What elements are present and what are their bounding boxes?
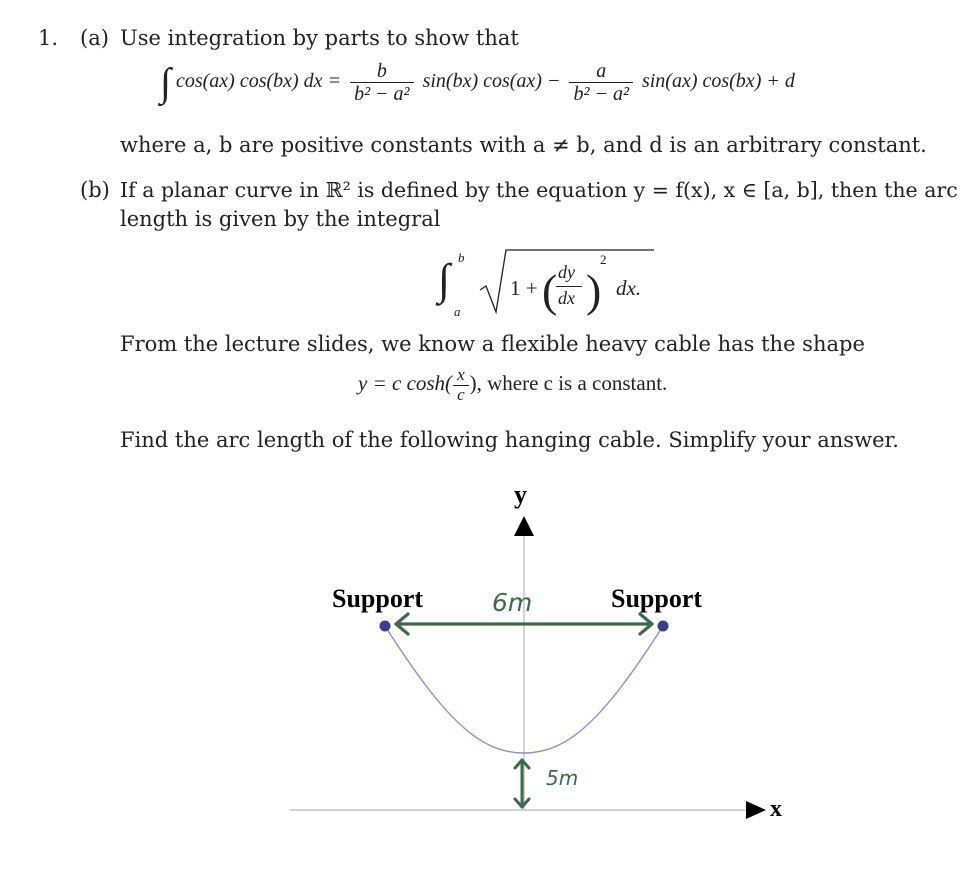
cable-curve <box>384 625 664 754</box>
cable-diagram-svg <box>290 516 766 819</box>
close-paren: ) <box>586 265 602 316</box>
upper-limit: b <box>458 250 465 265</box>
arc-formula-tail: dx. <box>616 276 642 300</box>
fraction-1-denominator: b² − a² <box>350 82 414 105</box>
y-axis-arrow-icon <box>514 516 534 536</box>
span-label: 6m <box>492 588 533 617</box>
part-b-label: (b) <box>80 178 110 202</box>
span-arrow-right-head-icon <box>638 612 654 636</box>
fraction-2-numerator: a <box>596 60 607 82</box>
right-support-label: Support <box>611 584 703 613</box>
x-axis-label: x <box>770 796 782 822</box>
lower-limit: a <box>454 304 461 319</box>
integral-sign: ∫ <box>160 59 171 105</box>
exponent: 2 <box>600 252 607 267</box>
part-a-intro: Use integration by parts to show that <box>120 26 519 50</box>
derivative-bar <box>556 286 582 287</box>
derivative-denominator: dx <box>558 288 575 308</box>
equation-term-2: sin(ax) cos(bx) + d <box>641 70 795 93</box>
y-axis-label: y <box>514 480 527 509</box>
height-arrow-bottom-head-icon <box>513 797 531 809</box>
cable-fraction-denominator: c <box>453 384 469 405</box>
hanging-cable-diagram: y x Support Support 6m 5m <box>0 470 967 877</box>
cable-equation-left: y = c cosh( <box>358 371 453 395</box>
fraction-2: a b² − a² <box>569 60 633 105</box>
equation-term-1: sin(bx) cos(ax) − <box>422 70 561 93</box>
right-support-dot <box>657 620 669 632</box>
open-paren: ( <box>542 265 558 316</box>
height-label: 5m <box>546 766 579 790</box>
problem-number: 1. <box>38 26 59 50</box>
integral-sign: ∫ <box>438 255 451 304</box>
part-a-label: (a) <box>80 26 109 50</box>
cable-equation-right: ), where c is a constant. <box>469 371 668 395</box>
sqrt-inner-term: 1 + <box>510 276 538 300</box>
part-b-line-1: If a planar curve in ℝ² is defined by th… <box>120 178 958 202</box>
height-arrow-top-head-icon <box>513 758 531 770</box>
span-arrow-left-head-icon <box>394 612 410 636</box>
left-support-label: Support <box>332 584 424 613</box>
part-a-note: where a, b are positive constants with a… <box>120 133 927 157</box>
fraction-1: b b² − a² <box>350 60 414 105</box>
cable-fraction-numerator: x <box>457 365 465 384</box>
arc-length-formula: ∫ b a 1 + ( dy dx ) 2 dx. <box>438 246 658 322</box>
equation-lhs: cos(ax) cos(bx) dx = <box>175 70 342 93</box>
part-b-line-2: length is given by the integral <box>120 207 441 231</box>
left-support-dot <box>379 620 391 632</box>
x-axis-arrow-icon <box>746 801 766 819</box>
part-b-line-3: From the lecture slides, we know a flexi… <box>120 332 865 356</box>
derivative-numerator: dy <box>558 262 575 282</box>
integration-by-parts-equation: ∫ cos(ax) cos(bx) dx = b b² − a² sin(bx)… <box>160 60 795 105</box>
part-b-line-4: Find the arc length of the following han… <box>120 428 899 452</box>
fraction-1-numerator: b <box>376 60 387 82</box>
fraction-2-denominator: b² − a² <box>569 82 633 105</box>
sqrt-radical <box>479 249 654 315</box>
